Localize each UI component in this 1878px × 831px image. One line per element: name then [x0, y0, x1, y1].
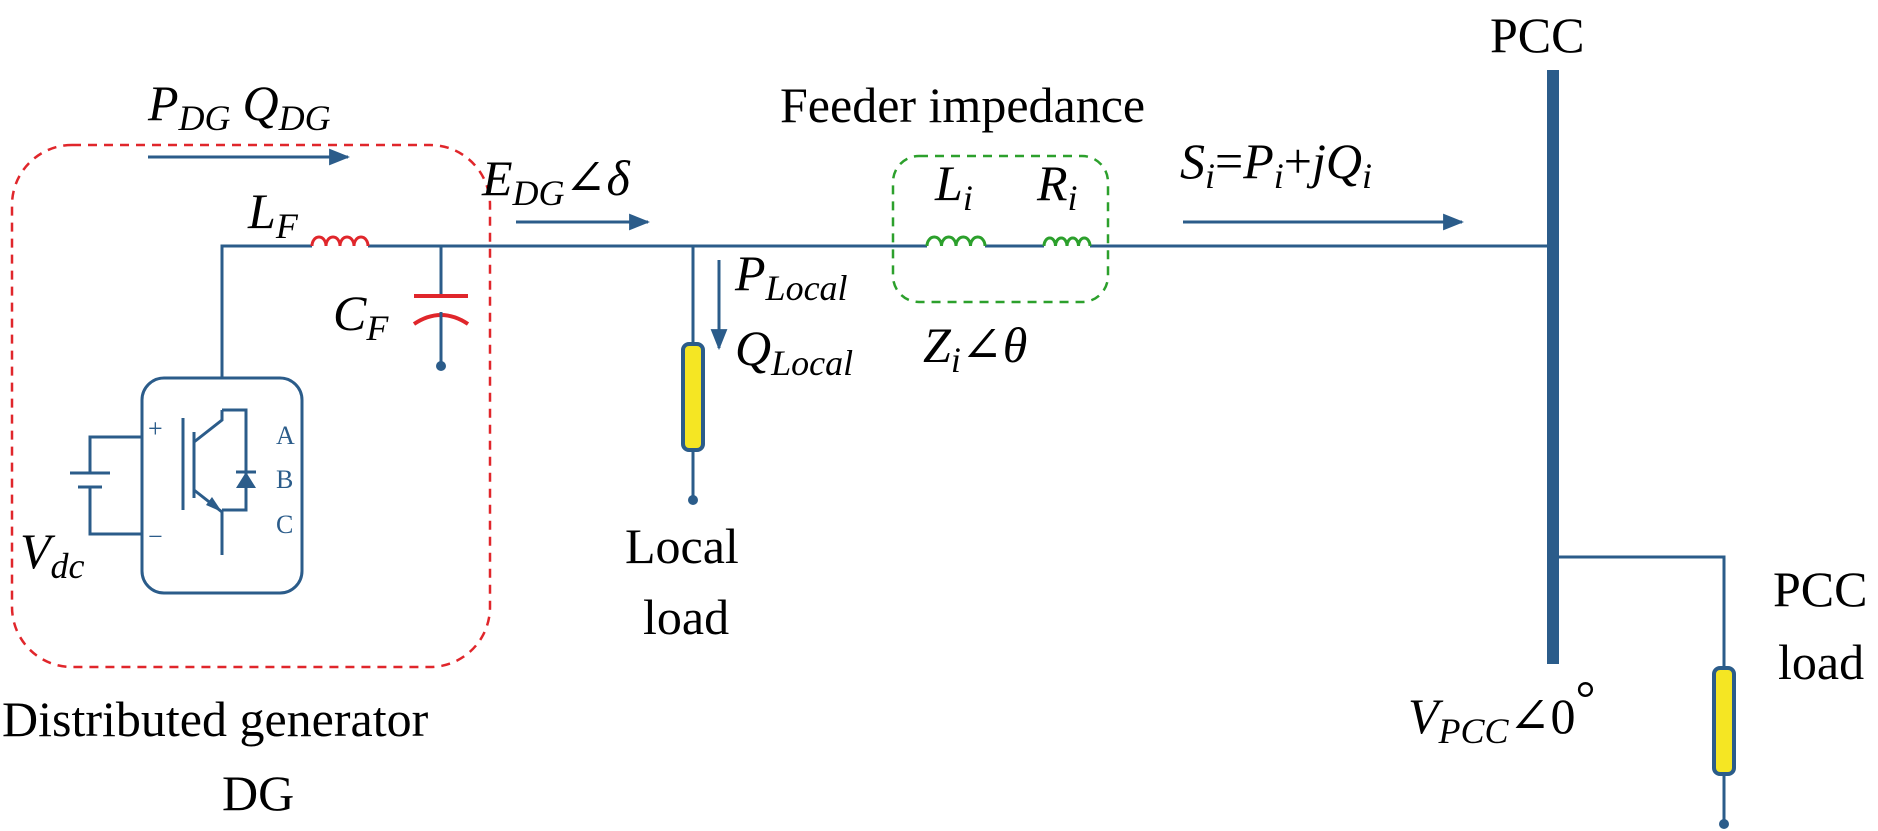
- q-local-label: QLocal: [735, 320, 853, 383]
- pcc-load-label-2: load: [1778, 634, 1864, 690]
- resistor-ri: [1042, 236, 1092, 247]
- dg-boundary-box: [10, 143, 492, 669]
- l-f-label: LF: [247, 183, 299, 246]
- z-i-label: Zi∠θ: [923, 317, 1027, 380]
- inverter-symbol: [140, 376, 304, 595]
- feeder-impedance-box: [891, 154, 1110, 304]
- main-line: [220, 244, 1548, 378]
- phase-a-label: A: [276, 421, 295, 450]
- s-i-label: Si=Pi+jQi: [1180, 133, 1372, 196]
- inductor-li: [925, 235, 987, 247]
- pcc-load-label-1: PCC: [1773, 561, 1868, 617]
- dg-label-1: Distributed generator: [2, 691, 429, 747]
- r-i-label: Ri: [1036, 155, 1078, 218]
- phase-b-label: B: [276, 465, 293, 494]
- v-dc-label: Vdc: [20, 523, 85, 586]
- capacitor-cf: [412, 246, 470, 371]
- l-i-label: Li: [934, 155, 973, 218]
- pcc-load-branch: [1553, 555, 1736, 829]
- inverter-plus: +: [148, 414, 163, 443]
- e-dg-label: EDG∠δ: [481, 150, 630, 213]
- v-pcc-label: VPCC∠0°: [1408, 670, 1595, 751]
- local-load-label-1: Local: [625, 518, 739, 574]
- pcc-top-label: PCC: [1490, 7, 1585, 63]
- dc-source-battery: [70, 435, 142, 536]
- c-f-label: CF: [333, 285, 389, 348]
- p-local-label: PLocal: [734, 245, 848, 308]
- inductor-lf: [310, 235, 370, 247]
- phase-c-label: C: [276, 510, 293, 539]
- feeder-impedance-label: Feeder impedance: [780, 77, 1145, 133]
- local-load-label-2: load: [643, 589, 729, 645]
- dg-label-2: DG: [222, 765, 294, 821]
- local-load-branch: [681, 246, 705, 505]
- inverter-minus: −: [148, 522, 163, 551]
